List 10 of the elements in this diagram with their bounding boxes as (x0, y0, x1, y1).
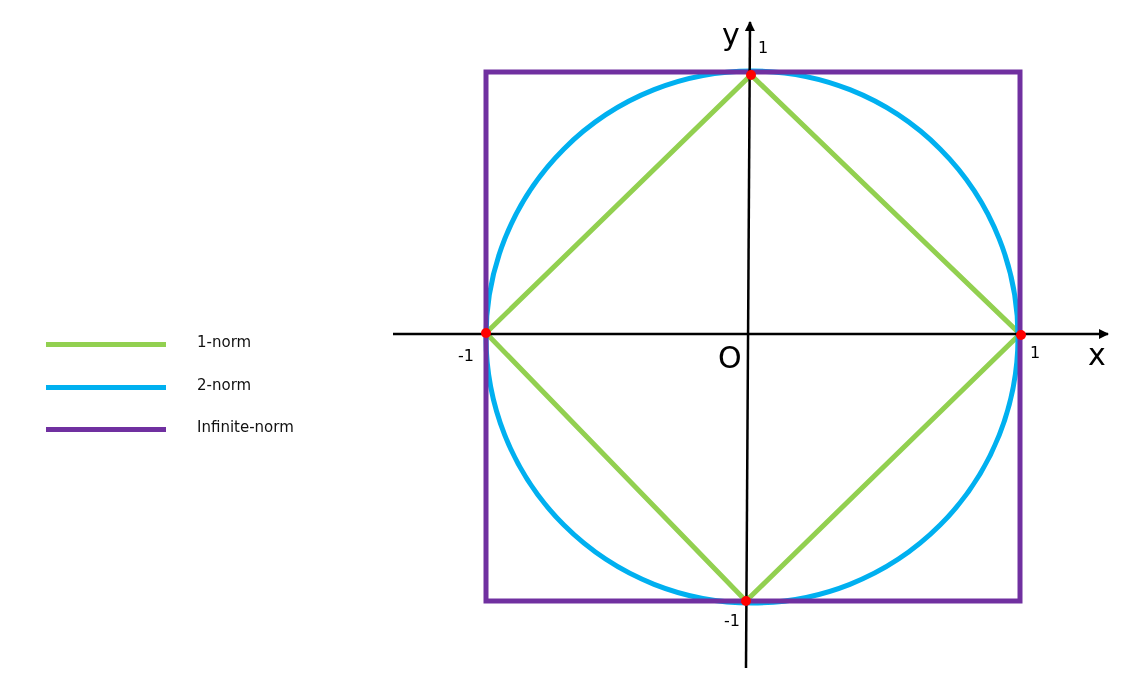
axis-label: 1 (1030, 345, 1041, 361)
axis-label: O (718, 343, 742, 373)
axis-label: x (1088, 340, 1106, 370)
axis-label: -1 (458, 348, 474, 364)
legend-label: Infinite-norm (197, 420, 294, 435)
axis-label: 1 (758, 40, 769, 56)
legend-label: 2-norm (197, 378, 252, 393)
legend-label: 1-norm (197, 335, 252, 350)
axis-label: -1 (724, 613, 740, 629)
axis-label: y (722, 20, 740, 50)
